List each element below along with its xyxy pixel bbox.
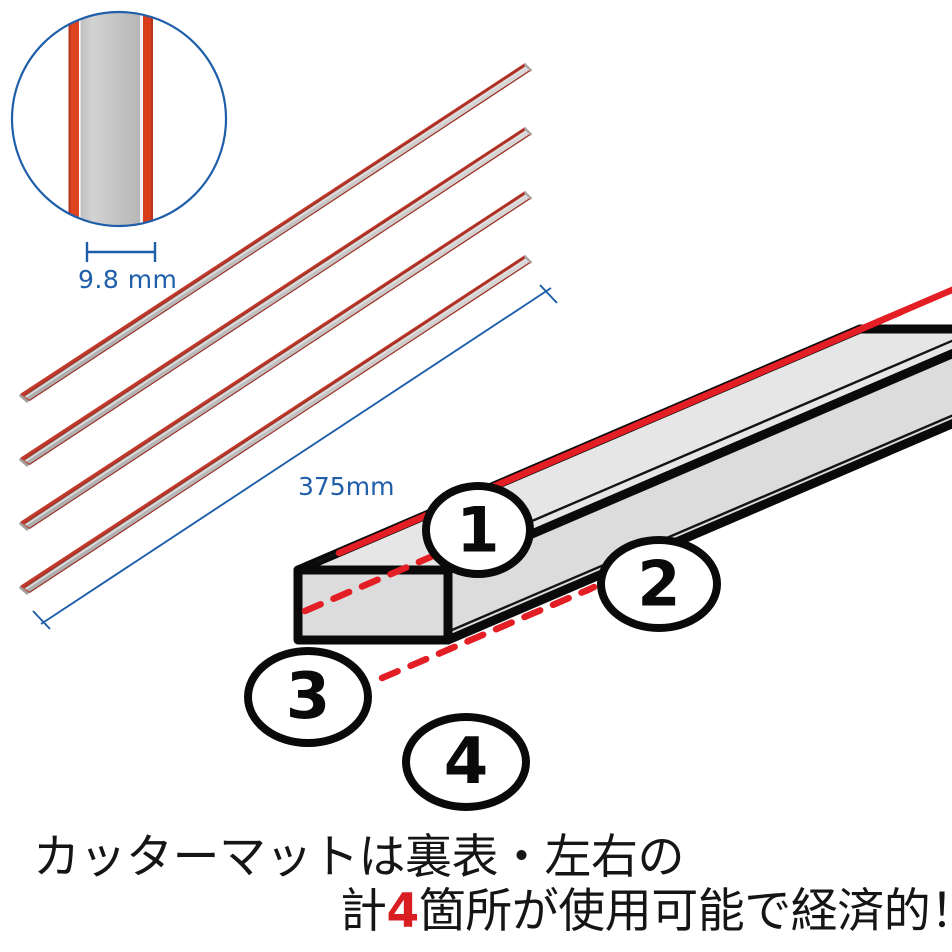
strip-core-fill xyxy=(78,12,144,226)
strip-edge-right xyxy=(143,12,152,226)
strip-upper-edge xyxy=(24,256,526,588)
replacement-blade-strips xyxy=(19,63,532,595)
magnifier-contents xyxy=(68,12,153,226)
strip-upper-edge xyxy=(24,64,526,396)
mat-top-inner-edge-front xyxy=(440,339,952,562)
callout-2-ellipse[interactable] xyxy=(597,536,721,632)
strip-core-band xyxy=(24,194,531,528)
caption-accent-number: 4 xyxy=(386,884,420,939)
strip-end-cap-bottom xyxy=(19,522,29,531)
edge-left-shadow xyxy=(68,12,71,226)
callout-1-label: 1 xyxy=(456,494,499,567)
strip-cross-section-magnifier xyxy=(10,10,228,228)
callout-4-label: 4 xyxy=(444,725,489,799)
caption-block: カッターマットは裏表・左右の 計4箇所が使用可能で経済的！ xyxy=(0,826,952,952)
callout-3-label: 3 xyxy=(286,660,331,734)
strip-upper-edge xyxy=(24,192,526,524)
strip-item xyxy=(19,127,532,467)
strip-core-band xyxy=(24,66,531,400)
mat-groove-wrap-stub-front xyxy=(582,583,598,595)
strip-item xyxy=(19,191,532,531)
callout-badges: 1 2 3 4 xyxy=(244,482,721,811)
strip-lower-edge xyxy=(29,197,532,529)
strip-highlight xyxy=(25,193,529,526)
strip-highlight xyxy=(25,129,529,462)
strip-lower-edge xyxy=(29,69,532,401)
strip-core-band xyxy=(24,130,531,464)
strip-end-cap-bottom xyxy=(19,586,29,595)
strip-end-cap-bottom xyxy=(19,394,29,403)
length-dim-line xyxy=(40,287,552,625)
strip-lower-edge xyxy=(29,261,532,593)
caption-line-2: 計4箇所が使用可能で経済的！ xyxy=(340,888,952,935)
callout-4[interactable]: 4 xyxy=(402,713,530,811)
strip-end-cap-bottom xyxy=(19,458,29,467)
edge-right-shadow xyxy=(151,12,153,226)
strip-item xyxy=(19,63,532,403)
caption-line-2-prefix: 計 xyxy=(340,884,387,939)
strip-end-cap-top xyxy=(524,255,532,264)
mat-side-inner-edge xyxy=(451,414,952,632)
callout-1-ellipse[interactable] xyxy=(422,482,534,578)
length-tick-top xyxy=(539,284,558,304)
strip-end-cap-top xyxy=(524,127,532,136)
strip-item xyxy=(19,255,532,595)
length-tick-bottom xyxy=(32,610,51,630)
strip-highlight xyxy=(25,257,529,590)
caption-line-2-suffix: 箇所が使用可能で経済的！ xyxy=(418,884,952,939)
callout-3-ellipse[interactable] xyxy=(244,647,372,747)
callout-3[interactable]: 3 xyxy=(244,647,372,747)
strip-lower-edge xyxy=(29,133,532,465)
strip-upper-edge xyxy=(24,128,526,460)
thickness-dimension-bar xyxy=(85,242,157,262)
strip-end-cap-top xyxy=(524,63,532,72)
core-left-highlight xyxy=(78,12,81,226)
callout-4-ellipse[interactable] xyxy=(402,713,530,811)
mat-groove-underside-front-dashed xyxy=(378,585,594,682)
mat-front-side-face xyxy=(443,348,952,645)
callout-2[interactable]: 2 xyxy=(597,536,721,632)
magnifier-circle-outline xyxy=(10,10,228,228)
core-right-highlight xyxy=(140,12,144,226)
strip-highlight xyxy=(25,65,529,398)
strip-core-band xyxy=(24,258,531,592)
strip-edge-left xyxy=(70,12,79,226)
caption-line-1: カッターマットは裏表・左右の xyxy=(33,830,685,885)
callout-1[interactable]: 1 xyxy=(422,482,534,578)
callout-2-label: 2 xyxy=(637,548,680,621)
length-dimension-line xyxy=(32,284,558,630)
strip-end-cap-top xyxy=(524,191,532,200)
